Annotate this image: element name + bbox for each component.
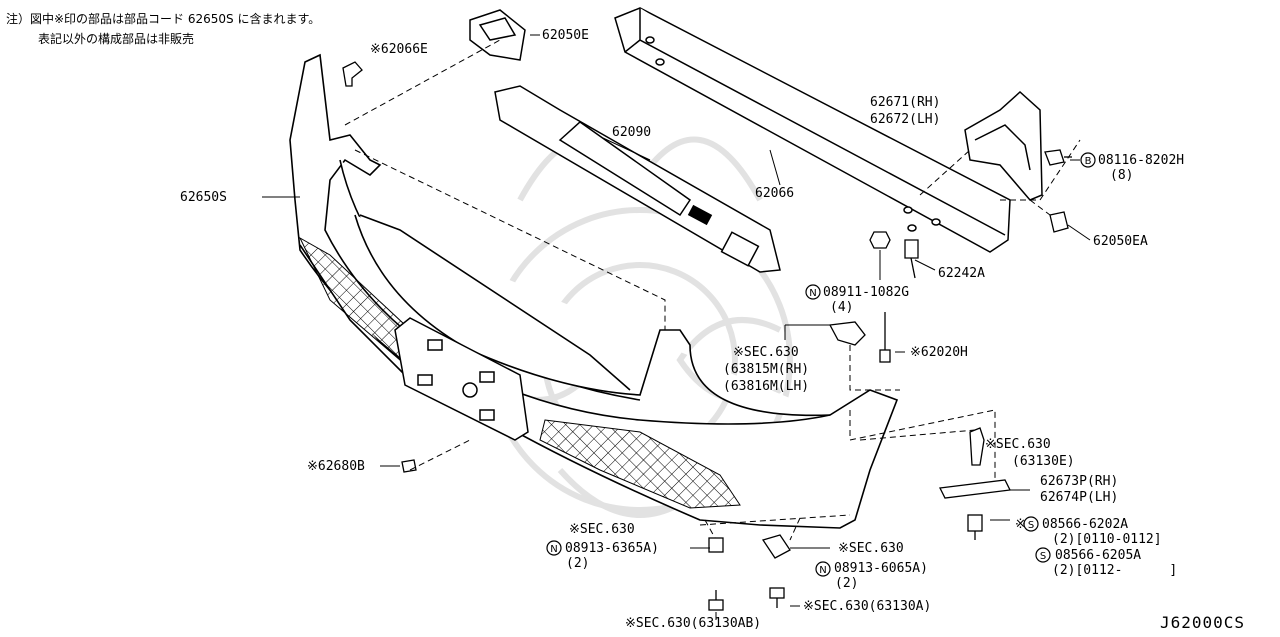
diagram-code: J62000CS bbox=[1160, 613, 1246, 632]
side-bracket bbox=[964, 90, 1043, 201]
marker-n-1: N bbox=[809, 288, 816, 299]
label-62090: 62090 bbox=[612, 125, 652, 140]
note-line-1: 注）図中※印の部品は部品コード 62650S に含まれます。 bbox=[6, 12, 321, 26]
label-sec630-a: ※SEC.630 bbox=[733, 345, 799, 360]
note-line-2: 表記以外の構成部品は非販売 bbox=[38, 32, 195, 46]
label-62650S: 62650S bbox=[180, 190, 227, 205]
label-63815M: (63815M(RH) bbox=[723, 362, 810, 377]
label-sec630-d: ※SEC.630 bbox=[838, 541, 904, 556]
marker-letters: B N S S N N bbox=[550, 156, 1091, 576]
label-08913-b: 08913-6065A) bbox=[834, 561, 928, 576]
label-62673P: 62673P(RH) bbox=[1040, 474, 1119, 489]
label-62674P: 62674P(LH) bbox=[1040, 490, 1119, 505]
marker-circles bbox=[546, 152, 1096, 577]
label-sec630-e: ※SEC.630(63130A) bbox=[803, 599, 932, 614]
label-62050E: 62050E bbox=[542, 28, 589, 43]
license-plate-bracket bbox=[394, 317, 529, 441]
label-08116: 08116-8202H bbox=[1098, 153, 1185, 168]
label-08911: 08911-1082G bbox=[823, 285, 910, 300]
label-08913-a: 08913-6365A) bbox=[565, 541, 659, 556]
marker-b: B bbox=[1085, 156, 1092, 167]
label-62242A: 62242A bbox=[938, 266, 985, 281]
label-62066: 62066 bbox=[755, 186, 795, 201]
label-62672: 62672(LH) bbox=[870, 112, 941, 127]
label-sec630-b: ※SEC.630 bbox=[985, 437, 1051, 452]
label-63816M: (63816M(LH) bbox=[723, 379, 810, 394]
fasteners bbox=[342, 61, 1072, 611]
label-sec630-f: ※SEC.630(63130AB) bbox=[625, 616, 762, 631]
marker-n-3: N bbox=[819, 565, 826, 576]
label-08913-a-qty: (2) bbox=[566, 556, 590, 571]
marker-s-1: S bbox=[1028, 520, 1034, 531]
label-62020H: ※62020H bbox=[910, 345, 968, 360]
label-08566-a: 08566-6202A bbox=[1042, 517, 1129, 532]
marker-s-2: S bbox=[1040, 551, 1046, 562]
label-08911-qty: (4) bbox=[830, 300, 854, 315]
label-sec630-b-sub: (63130E) bbox=[1012, 454, 1075, 469]
label-62050EA: 62050EA bbox=[1093, 234, 1148, 249]
label-08566-a-sub: (2)[0110-0112] bbox=[1052, 532, 1162, 547]
leader-lines bbox=[262, 34, 1091, 620]
energy-absorber bbox=[494, 85, 781, 273]
label-08913-b-qty: (2) bbox=[835, 576, 859, 591]
marker-n-2: N bbox=[550, 544, 557, 555]
lower-grille-center bbox=[539, 419, 741, 509]
bracket-62050E bbox=[469, 9, 526, 61]
label-08116-qty: (8) bbox=[1110, 168, 1134, 183]
label-x-mark: ※ bbox=[1015, 517, 1026, 532]
label-sec630-c: ※SEC.630 bbox=[569, 522, 635, 537]
label-62066E: ※62066E bbox=[370, 42, 428, 57]
assembly-lines bbox=[344, 39, 1081, 541]
label-08566-b-sub: (2)[0112- ] bbox=[1052, 563, 1178, 578]
reinforcement-beam bbox=[614, 7, 1011, 253]
label-62671: 62671(RH) bbox=[870, 95, 941, 110]
label-08566-b: 08566-6205A bbox=[1055, 548, 1142, 563]
label-62680B: ※62680B bbox=[307, 459, 365, 474]
